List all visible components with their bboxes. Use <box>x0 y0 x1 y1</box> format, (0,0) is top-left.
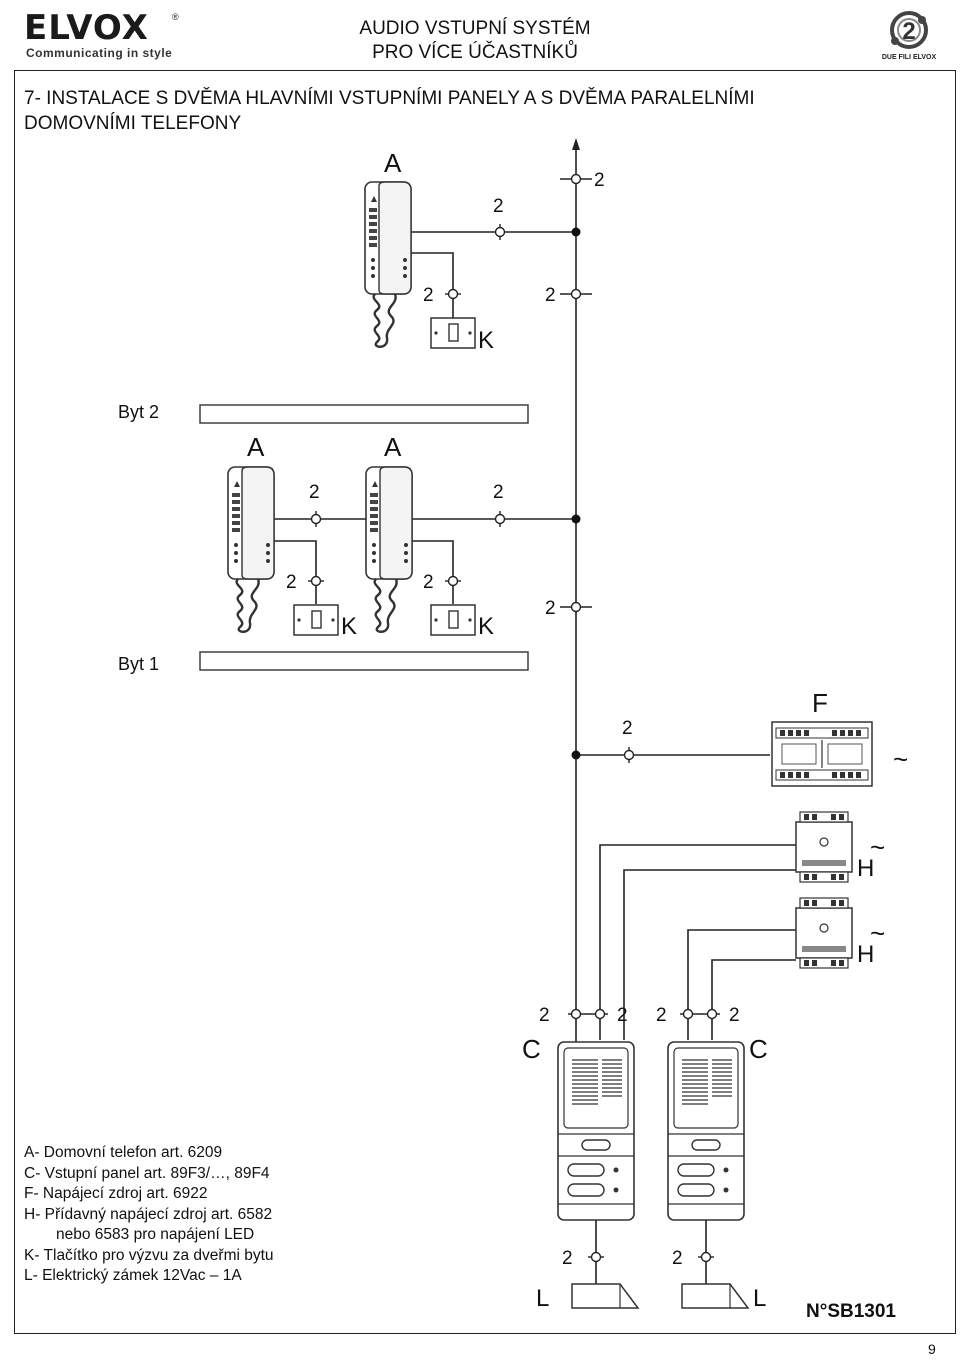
handset-label-floor-1-left: A <box>247 432 265 462</box>
panel-left-wire-count-b: 2 <box>617 1005 628 1026</box>
door-panel-left <box>557 1041 635 1221</box>
door-panel-right <box>667 1041 745 1221</box>
floor-1-wire-count-a1: 2 <box>309 482 320 503</box>
floor-label-2: Byt 2 <box>118 402 159 422</box>
junction-dot <box>571 227 581 237</box>
call-button-floor-1-right <box>430 604 476 636</box>
aux-supply-label-upper: H <box>857 855 874 882</box>
due-fili-icon: 2 <box>890 11 928 49</box>
power-supply-wire-count: 2 <box>622 718 633 739</box>
lock-wiring <box>595 1220 707 1284</box>
legend-item: A- Domovní telefon art. 6209 <box>24 1144 223 1161</box>
registered-mark: ® <box>172 12 179 22</box>
aux-supply-ac-symbol-lower: ~ <box>870 918 885 948</box>
handset-label-floor-2: A <box>384 148 402 178</box>
aux-supply-ac-symbol-upper: ~ <box>870 832 885 862</box>
legend-item: C- Vstupní panel art. 89F3/…, 89F4 <box>24 1164 270 1182</box>
floor-label-1: Byt 1 <box>118 654 159 674</box>
call-button-label-floor-2: K <box>478 327 494 354</box>
document-title: AUDIO VSTUPNÍ SYSTÉM PRO VÍCE ÚČASTNÍKŮ <box>330 17 620 65</box>
handset-label-floor-1-right: A <box>384 432 402 462</box>
elvox-logo: ELVOX ® Communicating in style <box>24 8 184 60</box>
floor-2-wire-count-k: 2 <box>423 285 434 306</box>
floor-1-wire-count-k2: 2 <box>423 572 434 593</box>
handset-floor-2 <box>363 180 413 348</box>
floor-1-wire-count-a2: 2 <box>493 482 504 503</box>
power-supply-6922 <box>771 721 873 787</box>
power-supply-label: F <box>812 688 828 718</box>
legend-item: K- Tlačítko pro výzvu za dveřmi bytu <box>24 1246 274 1264</box>
legend-item: L- Elektrický zámek 12Vac – 1A <box>24 1267 242 1284</box>
power-supply-ac-symbol: ~ <box>893 744 908 774</box>
aux-supply-label-lower: H <box>857 941 874 968</box>
riser-wire-count-low: 2 <box>545 598 556 619</box>
badge-caption: DUE FILI ELVOX <box>881 54 937 61</box>
door-lock-label-left: L <box>536 1285 549 1312</box>
riser-wire-count-top: 2 <box>594 170 605 191</box>
power-supply-marker <box>623 747 635 763</box>
panel-left-wire-count-a: 2 <box>539 1005 550 1026</box>
door-lock-left <box>571 1283 639 1309</box>
legend-item: nebo 6583 pro napájení LED <box>56 1226 255 1243</box>
door-lock-right <box>681 1283 749 1309</box>
call-button-floor-1-left <box>293 604 339 636</box>
legend-item: H- Přídavný napájecí zdroj art. 6582 <box>24 1205 273 1223</box>
page-header: ELVOX ® Communicating in style AUDIO VST… <box>0 0 960 70</box>
page-frame <box>14 70 956 1334</box>
aux-supply-lower <box>795 897 853 969</box>
handset-floor-1-left <box>226 465 276 633</box>
lock-wire-count-left: 2 <box>562 1248 573 1269</box>
legend: A- Domovní telefon art. 6209 C- Vstupní … <box>24 1143 364 1287</box>
riser-wire-count-mid: 2 <box>545 285 556 306</box>
door-panel-label-left: C <box>522 1034 541 1064</box>
floor-1-markers <box>308 511 506 587</box>
section-heading-line1: 7- INSTALACE S DVĚMA HLAVNÍMI VSTUPNÍMI … <box>24 88 755 109</box>
floor-slab-2 <box>199 404 529 424</box>
riser-wire-markers <box>560 173 592 613</box>
document-title-line2: PRO VÍCE ÚČASTNÍKŮ <box>372 42 578 63</box>
document-code: N°SB1301 <box>806 1301 896 1322</box>
panel-right-wire-count-b: 2 <box>729 1005 740 1026</box>
floor-slab-1 <box>199 651 529 671</box>
floor-1-wire-count-k1: 2 <box>286 572 297 593</box>
badge-number: 2 <box>902 18 915 45</box>
panel-right-wire-count-a: 2 <box>656 1005 667 1026</box>
riser-arrow-icon <box>572 138 580 150</box>
aux-supply-wiring <box>599 844 796 1040</box>
brand-tagline: Communicating in style <box>26 46 173 60</box>
document-title-line1: AUDIO VSTUPNÍ SYSTÉM <box>359 18 591 39</box>
aux-supply-upper <box>795 811 853 883</box>
section-heading: 7- INSTALACE S DVĚMA HLAVNÍMI VSTUPNÍMI … <box>24 86 904 136</box>
call-button-label-floor-1-right: K <box>478 613 494 640</box>
section-heading-line2: DOMOVNÍMI TELEFONY <box>24 113 242 134</box>
brand-name: ELVOX <box>24 8 149 48</box>
lock-wire-markers <box>588 1251 714 1263</box>
panel-wire-markers <box>568 1008 720 1020</box>
floor-2-markers <box>445 224 506 300</box>
call-button-label-floor-1-left: K <box>341 613 357 640</box>
door-panel-label-right: C <box>749 1034 768 1064</box>
door-lock-label-right: L <box>753 1285 766 1312</box>
page-number: 9 <box>928 1341 936 1357</box>
floor-2-wire-count-a: 2 <box>493 196 504 217</box>
legend-item: F- Napájecí zdroj art. 6922 <box>24 1185 208 1202</box>
junction-dot <box>571 514 581 524</box>
junction-dot <box>571 750 581 760</box>
handset-floor-1-right <box>364 465 414 633</box>
due-fili-logo: 2 DUE FILI ELVOX <box>878 8 940 64</box>
lock-wire-count-right: 2 <box>672 1248 683 1269</box>
call-button-floor-2 <box>430 317 476 349</box>
